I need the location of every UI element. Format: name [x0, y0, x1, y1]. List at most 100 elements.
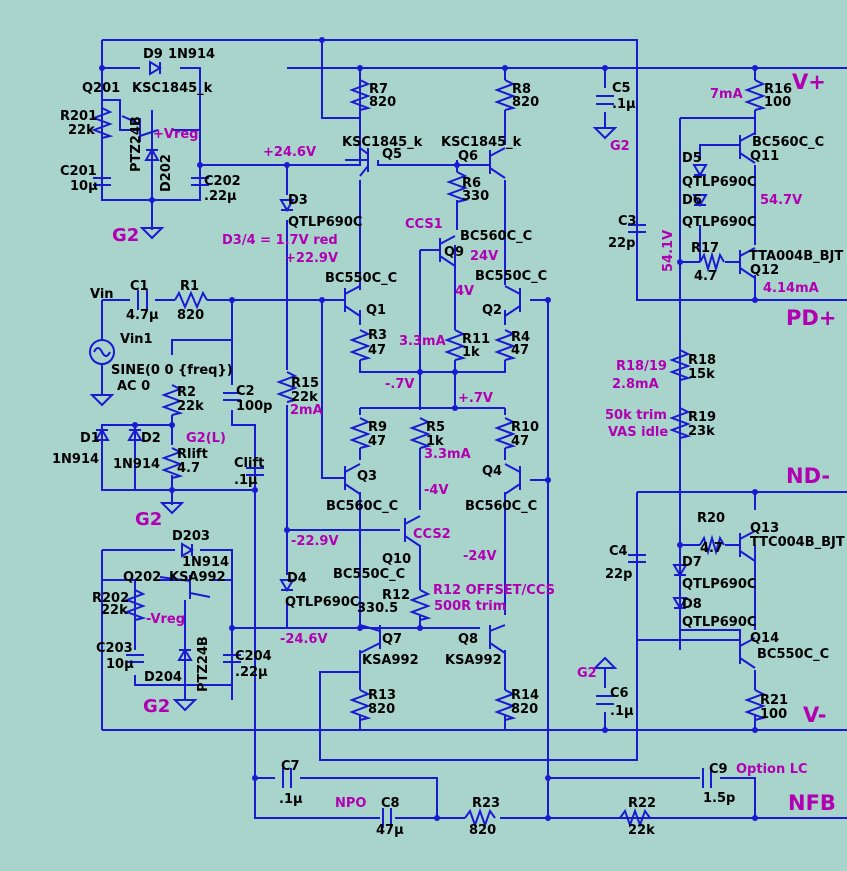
r2-ref: R2 [177, 385, 196, 400]
r202-symbol [124, 589, 147, 621]
c203-ref: C203 [96, 641, 133, 656]
d1-symbol [94, 428, 110, 441]
d5-value: QTLP690C [682, 175, 756, 190]
r18-value: 15k [688, 367, 715, 382]
r202-ref: R202 [92, 591, 129, 606]
d4-symbol [279, 579, 295, 592]
annotations: +24.6V CCS1 D3/4 = 1.7V red +22.9V 24V 4… [222, 87, 819, 777]
ground-icon-1 [139, 227, 165, 240]
r4-symbol [494, 329, 517, 361]
d3-value: QTLP690C [288, 215, 362, 230]
r15-ref: R15 [291, 376, 319, 391]
d3-ref: D3 [288, 193, 308, 208]
clift-value: .1µ [234, 473, 258, 488]
q6-value: KSC1845_k [441, 135, 522, 150]
r21-ref: R21 [760, 693, 788, 708]
r15-value: 22k [291, 390, 318, 405]
note-ccs1: CCS1 [405, 217, 443, 232]
q14-ref: Q14 [750, 631, 779, 646]
r6-symbol [446, 171, 469, 203]
q201-value: KSC1845_k [132, 81, 213, 96]
r5-symbol [409, 417, 432, 449]
resistor-symbols [91, 79, 767, 828]
c2-ref: C2 [236, 384, 255, 399]
c201-ref: C201 [60, 164, 97, 179]
r7-symbol [349, 79, 372, 111]
clift-symbol [246, 467, 264, 476]
note-33ma-a: 3.3mA [399, 334, 446, 349]
r22-symbol [619, 808, 651, 828]
note-24v: 24V [470, 249, 498, 264]
r20-ref: R20 [697, 511, 725, 526]
c204-value: .22µ [235, 665, 268, 680]
d5-symbol [692, 164, 708, 177]
note-neg4v: -4V [424, 483, 449, 498]
d8-ref: D8 [682, 597, 702, 612]
r14-symbol [494, 689, 517, 721]
net-g2-label: G2 [112, 225, 139, 246]
d6-value: QTLP690C [682, 215, 756, 230]
r7-value: 820 [369, 95, 396, 110]
d6-ref: D6 [682, 193, 702, 208]
r2-symbol [161, 384, 184, 416]
note-option-lc: Option LC [736, 762, 808, 777]
c201-value: 10µ [70, 179, 98, 194]
ground-icon-2 [592, 127, 618, 140]
diode-symbols [94, 60, 708, 661]
q13-symbol [739, 530, 756, 562]
r15-symbol [276, 371, 299, 403]
r5-value: 1k [426, 434, 444, 449]
net-g2l-label: G2(L) [186, 431, 226, 446]
note-33ma-b: 3.3mA [424, 447, 471, 462]
c3-ref: C3 [618, 214, 637, 229]
c204-symbol [223, 654, 241, 663]
rail-vplus-label: V+ [792, 70, 826, 94]
r9-ref: R9 [368, 420, 387, 435]
q5-symbol [345, 147, 369, 177]
r18-ref: R18 [688, 353, 716, 368]
note-ccs2: CCS2 [413, 527, 451, 542]
r1-value: 820 [177, 308, 204, 323]
q11-ref: Q11 [750, 149, 779, 164]
note-7ma: 7mA [710, 87, 743, 102]
net-g2-c5-label: G2 [610, 139, 630, 154]
q6-symbol [478, 147, 506, 179]
rlift-symbol [161, 447, 184, 479]
ground-symbols [89, 127, 618, 712]
c8-ref: C8 [381, 796, 400, 811]
q10-symbol [404, 515, 421, 547]
ground-icon-5 [172, 699, 198, 712]
c201-symbol [93, 177, 111, 186]
d9-symbol [149, 60, 162, 76]
r10-symbol [494, 417, 517, 449]
r23-symbol [464, 808, 496, 828]
note-v246-pos: +24.6V [263, 145, 316, 160]
r16-value: 100 [764, 95, 791, 110]
r13-value: 820 [368, 702, 395, 717]
c203-symbol [126, 654, 144, 663]
r4-ref: R4 [511, 330, 530, 345]
net-g2-input-label: G2 [135, 509, 162, 530]
note-v229-pos: +22.9V [285, 251, 338, 266]
rail-vminus-label: V- [803, 703, 826, 727]
d9-value: 1N914 [168, 47, 215, 62]
d203-ref: D203 [172, 529, 210, 544]
note-vas-idle: VAS idle [608, 425, 668, 440]
q14-symbol [739, 637, 756, 669]
r4-value: 47 [511, 343, 529, 358]
c204-ref: C204 [235, 649, 272, 664]
part-labels: D9 1N914 Q201 KSC1845_k R201 22k C201 10… [52, 47, 845, 838]
q10-ref: Q10 [382, 552, 411, 567]
q7-symbol [359, 624, 381, 654]
r9-value: 47 [368, 434, 386, 449]
q3-symbol [344, 463, 361, 495]
d4-ref: D4 [287, 571, 307, 586]
d1-ref: D1 [80, 431, 100, 446]
d7-ref: D7 [682, 555, 702, 570]
r10-value: 47 [511, 434, 529, 449]
junction-dots [99, 37, 758, 821]
rail-nfb-label: NFB [788, 791, 836, 815]
d9-ref: D9 [143, 47, 163, 62]
ground-icon-4 [159, 502, 185, 515]
r16-ref: R16 [764, 82, 792, 97]
